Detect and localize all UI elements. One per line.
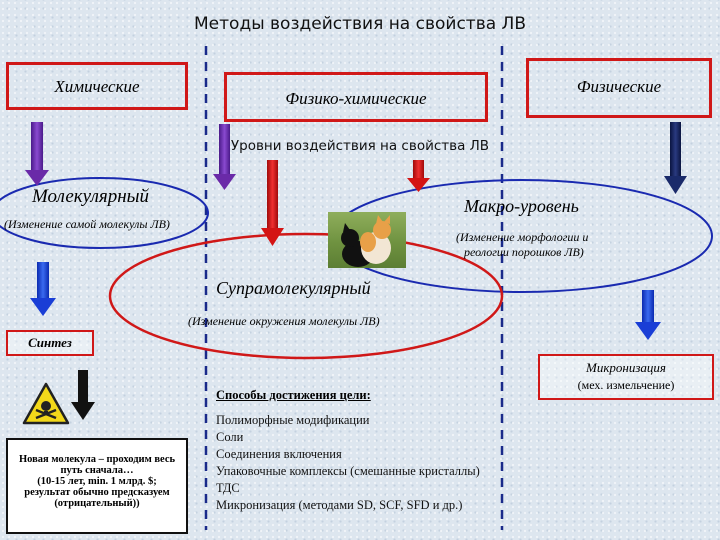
supra-note: (Изменение окружения молекулы ЛВ) (188, 314, 380, 328)
arrow-chemical-down (25, 122, 49, 186)
arrow-physical-down (664, 122, 687, 194)
method-box-physical: Физические (526, 58, 712, 118)
hazard-warning-icon (22, 382, 70, 425)
supra-ellipse (108, 232, 504, 360)
macro-note-line1: (Изменение морфологии и (456, 230, 589, 244)
new-molecule-box: Новая молекула – проходим весь путь снач… (6, 438, 188, 534)
ways-item: Соединения включения (216, 447, 342, 461)
method-box-chemical: Химические (6, 62, 188, 110)
micronization-note: (мех. измельчение) (577, 378, 675, 392)
arrow-molecular-to-synthesis (30, 262, 56, 316)
new-molecule-line5: (отрицательный)) (54, 498, 140, 509)
supra-title: Супрамолекулярный (216, 278, 371, 298)
method-chemical-label: Химические (54, 77, 140, 96)
ways-item: Микронизация (методами SD, SCF, SFD и др… (216, 498, 463, 512)
macro-title: Макро-уровень (464, 196, 579, 216)
ways-item: Соли (216, 430, 244, 444)
micronization-title: Микронизация (586, 360, 666, 375)
page-title: Методы воздействия на свойства ЛВ (194, 14, 526, 34)
ways-item: ТДС (216, 481, 240, 495)
micronization-box: Микронизация (мех. измельчение) (538, 354, 714, 400)
arrow-synthesis-to-new-molecule (71, 370, 95, 420)
method-box-physchem: Физико-химические (224, 72, 488, 122)
new-molecule-line4: результат обычно предсказуем (24, 487, 170, 498)
ways-item: Упаковочные комплексы (смешанные кристал… (216, 464, 480, 478)
arrow-macro-to-micronization (635, 290, 661, 340)
new-molecule-line2: путь сначала… (60, 465, 134, 476)
ways-heading: Способы достижения цели: (216, 388, 371, 402)
ways-item: Полиморфные модификации (216, 413, 370, 427)
arrow-physchem-to-macro (407, 160, 430, 192)
arrow-physchem-to-supra (261, 160, 284, 246)
ways-list: Полиморфные модификации Соли Соединения … (216, 412, 480, 514)
method-physical-label: Физические (576, 77, 662, 96)
molecular-ellipse (0, 177, 209, 249)
synthesis-label: Синтез (28, 335, 72, 350)
arrow-physchem-down (213, 124, 236, 190)
cats-photo-drawing (341, 215, 391, 267)
synthesis-box: Синтез (6, 330, 94, 356)
cats-photo (328, 212, 406, 268)
macro-note-line2: реологии порошков ЛВ) (464, 245, 584, 259)
new-molecule-line1: Новая молекула – проходим весь (18, 454, 176, 465)
method-physchem-label: Физико-химические (285, 89, 427, 108)
molecular-note: (Изменение самой молекулы ЛВ) (4, 217, 170, 231)
levels-heading: Уровни воздействия на свойства ЛВ (230, 138, 490, 154)
new-molecule-line3: (10-15 лет, min. 1 млрд. $; (37, 476, 157, 487)
molecular-title: Молекулярный (32, 186, 149, 207)
